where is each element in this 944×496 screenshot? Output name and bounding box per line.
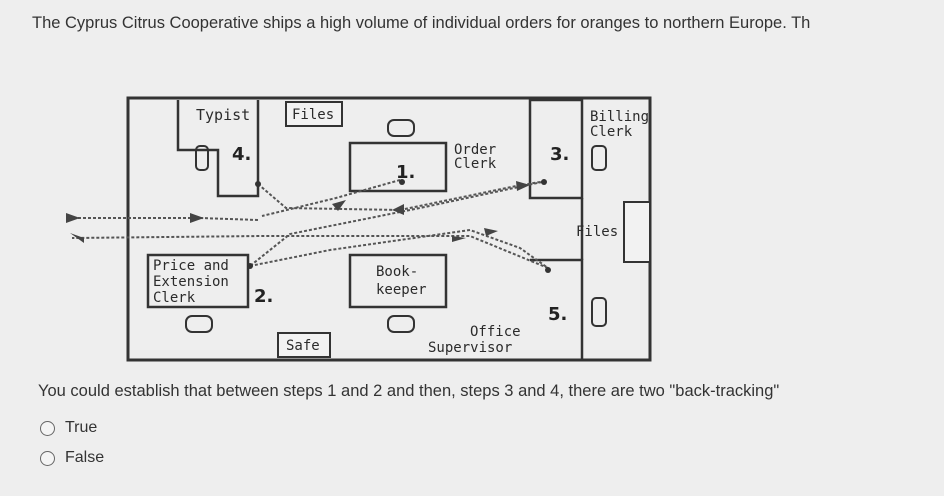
flow-dot-desk1 [399, 179, 405, 185]
label-price-2: Extension [153, 274, 229, 290]
step-number-4: 4. [232, 144, 251, 165]
supervisor-partition [530, 258, 584, 360]
option-false[interactable]: False [40, 449, 104, 467]
flow-dot-billing [541, 179, 547, 185]
chair-billing [591, 145, 607, 171]
question-text: The Cyprus Citrus Cooperative ships a hi… [32, 14, 811, 32]
desk-1 [348, 141, 448, 193]
label-safe: Safe [286, 338, 320, 354]
label-billing-1: Billing [590, 109, 649, 125]
label-book-1: Book- [376, 264, 418, 280]
label-order-2: Clerk [454, 156, 497, 172]
billing-area [528, 98, 584, 200]
bookkeeper-desk [348, 253, 448, 309]
flow-dot-supervisor [545, 267, 551, 273]
label-office-1: Office [470, 324, 521, 340]
chair-typist [195, 145, 209, 171]
label-billing-2: Clerk [590, 124, 633, 140]
files-right-box [623, 201, 651, 263]
typist-partition [176, 100, 260, 198]
chair-price [185, 315, 213, 333]
step-number-5: 5. [548, 304, 567, 325]
flow-paths [68, 179, 549, 269]
chair-bookkeeper [387, 315, 415, 333]
flow-arrowheads [66, 181, 530, 243]
chair-top [387, 119, 415, 137]
radio-button-false[interactable] [40, 450, 55, 466]
label-files-right: Files [576, 224, 618, 240]
flow-dot-typist [255, 181, 261, 187]
step-number-3: 3. [550, 144, 569, 165]
label-office-2: Supervisor [428, 340, 512, 356]
option-false-label: False [65, 449, 105, 466]
label-book-2: keeper [376, 282, 427, 298]
label-price-3: Clerk [153, 290, 196, 306]
option-true-label: True [65, 419, 98, 436]
step-number-2: 2. [254, 286, 273, 307]
files-top-box [285, 101, 343, 127]
statement-text: You could establish that between steps 1… [38, 382, 780, 400]
safe-box [277, 332, 331, 358]
label-order-1: Order [454, 142, 496, 158]
label-files-top: Files [292, 107, 334, 123]
label-price-1: Price and [153, 258, 229, 274]
label-typist: Typist [196, 106, 250, 124]
option-true[interactable]: True [40, 419, 97, 437]
flow-dot-price [247, 263, 253, 269]
step-number-1: 1. [396, 162, 415, 183]
price-extension-area [146, 253, 250, 309]
chair-supervisor [591, 297, 607, 327]
radio-button-true[interactable] [40, 420, 55, 436]
